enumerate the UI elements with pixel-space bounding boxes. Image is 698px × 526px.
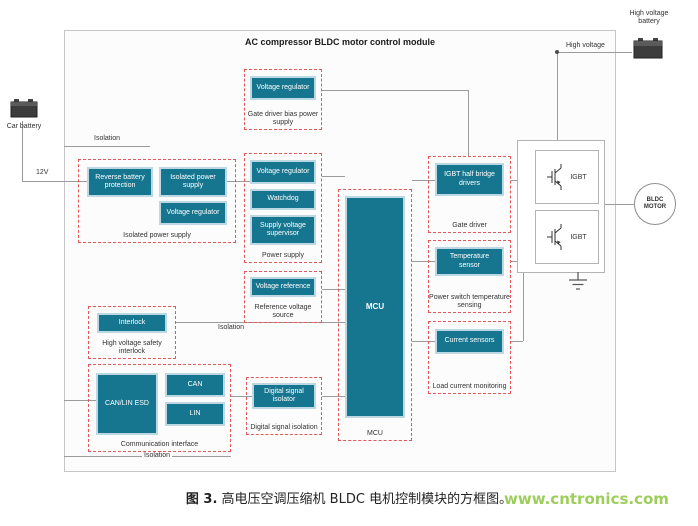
block-interlock: Interlock [97,313,167,333]
connector-line [523,273,524,341]
connector-line [64,400,96,401]
block-reverse-battery-protection: Reverse battery protection [87,167,153,197]
isolation-label-mid: Isolation [216,324,247,331]
block-voltage-reference: Voltage reference [250,277,316,297]
group-label: MCU [367,429,383,437]
igbt-bottom-label: IGBT [570,233,587,241]
group-current-monitoring: Load current monitoring [428,321,511,394]
figure-caption-text: 高电压空调压缩机 BLDC 电机控制模块的方框图。 [217,492,513,507]
block-can-lin-esd: CAN/LIN ESD [96,373,158,435]
block-igbt-half-bridge-drivers: IGBT half bridge drivers [435,163,504,196]
isolation-label-bottom: Isolation [142,452,173,459]
group-label: Communication interface [120,440,199,448]
connector-line [22,181,87,182]
connector-line [231,396,252,397]
igbt-symbol-icon [547,164,565,190]
igbt-top-label: IGBT [570,173,587,181]
isolation-label-top: Isolation [92,135,123,142]
block-can: CAN [165,373,225,397]
connector-line [511,261,517,262]
group-communication-interface: Communication interface [88,364,231,452]
group-label: Power supply [261,251,305,259]
motor-phase-line [605,204,634,205]
connector-line [322,90,468,91]
group-mcu: MCU [338,189,412,441]
block-watchdog: Watchdog [250,189,316,210]
group-power-supply: Power supply [244,153,322,263]
group-reference-voltage: Reference voltage source [244,271,322,323]
high-voltage-label: High voltage [566,42,605,49]
block-voltage-regulator-isolated: Voltage regulator [159,201,227,225]
connector-line [322,289,345,290]
bldc-motor: BLDC MOTOR [634,183,676,225]
group-interlock: High voltage safety interlock [88,306,176,359]
group-label: Gate driver bias power supply [247,110,319,126]
group-temperature-sensing: Power switch temperature sensing [428,240,511,313]
block-isolated-power-supply: Isolated power supply [159,167,227,197]
twelve-volt-label: 12V [36,169,49,176]
diagram-title: AC compressor BLDC motor control module [244,37,435,47]
connector-line [468,90,469,156]
block-digital-signal-isolator: Digital signal isolator [252,383,316,409]
group-gate-driver: Gate driver [428,156,511,233]
igbt-top-box: IGBT [535,150,599,204]
group-label: High voltage safety interlock [102,339,162,355]
connector-line [22,121,23,181]
group-isolated-power-supply: Isolated power supply [78,159,236,243]
car-battery-icon [8,95,40,121]
igbt-bottom-box: IGBT [535,210,599,264]
group-label: Digital signal isolation [250,423,318,431]
connector-line [322,176,345,177]
hv-battery-label: High voltage battery [629,10,669,26]
hv-battery-icon [630,34,666,62]
block-supply-voltage-supervisor: Supply voltage supervisor [250,215,316,245]
group-digital-signal-isolation: Digital signal isolation [246,377,322,435]
connector-line [64,146,150,147]
block-current-sensors: Current sensors [435,329,504,354]
connector-line [511,341,523,342]
car-battery-label: Car battery [6,123,42,130]
watermark: www.cntronics.com [504,490,669,508]
high-voltage-line [557,52,558,140]
igbt-symbol-icon [547,224,565,250]
group-label: Isolated power supply [123,231,191,239]
junction-dot [555,50,559,54]
group-label: Load current monitoring [432,382,507,390]
group-gate-driver-bias: Gate driver bias power supply [244,69,322,130]
block-temperature-sensor: Temperature sensor [435,247,504,276]
figure-number: 图 3. [185,492,218,507]
connector-line [412,341,435,342]
connector-line [412,261,435,262]
group-label: Reference voltage source [254,303,312,319]
connector-line [322,396,345,397]
ground-icon [566,272,590,294]
group-label: Power switch temperature sensing [429,293,510,309]
block-voltage-regulator-ps: Voltage regulator [250,160,316,184]
block-mcu: MCU [345,196,405,418]
group-label: Gate driver [452,221,487,229]
connector-line [227,181,250,182]
block-voltage-regulator-bias: Voltage regulator [250,76,316,100]
connector-line [412,180,435,181]
high-voltage-line [557,52,632,53]
figure-caption: 图 3. 高电压空调压缩机 BLDC 电机控制模块的方框图。 [0,488,698,507]
block-lin: LIN [165,402,225,426]
